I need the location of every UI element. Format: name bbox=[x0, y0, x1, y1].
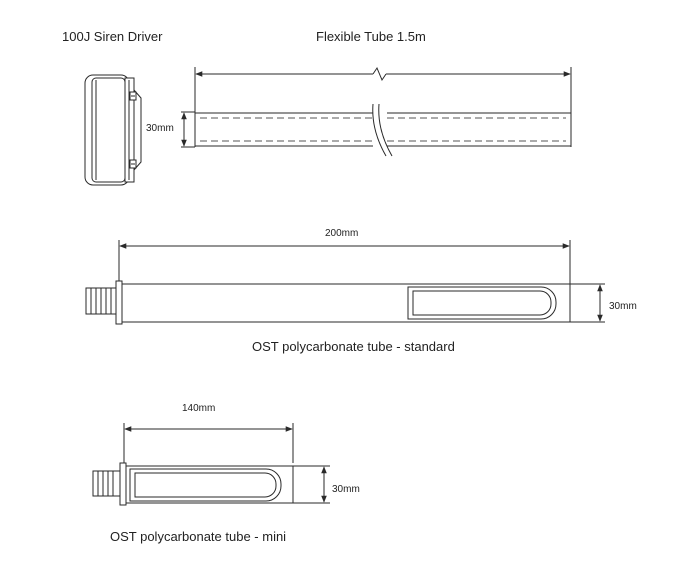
standard-tube-length-label: 200mm bbox=[325, 228, 359, 239]
siren-driver-title: 100J Siren Driver bbox=[62, 29, 163, 44]
siren-driver-drawing bbox=[84, 74, 142, 186]
mini-tube-length-label: 140mm bbox=[182, 403, 216, 414]
standard-tube-diameter-label: 30mm bbox=[609, 301, 637, 312]
standard-tube-drawing bbox=[85, 240, 605, 325]
flexible-tube-drawing bbox=[181, 66, 572, 157]
flexible-tube-title: Flexible Tube 1.5m bbox=[316, 29, 426, 44]
mini-tube-drawing bbox=[92, 423, 330, 506]
mini-tube-diameter-label: 30mm bbox=[332, 484, 360, 495]
standard-tube-caption: OST polycarbonate tube - standard bbox=[252, 339, 455, 354]
flexible-tube-diameter-label: 30mm bbox=[146, 123, 174, 134]
mini-tube-caption: OST polycarbonate tube - mini bbox=[110, 529, 287, 544]
